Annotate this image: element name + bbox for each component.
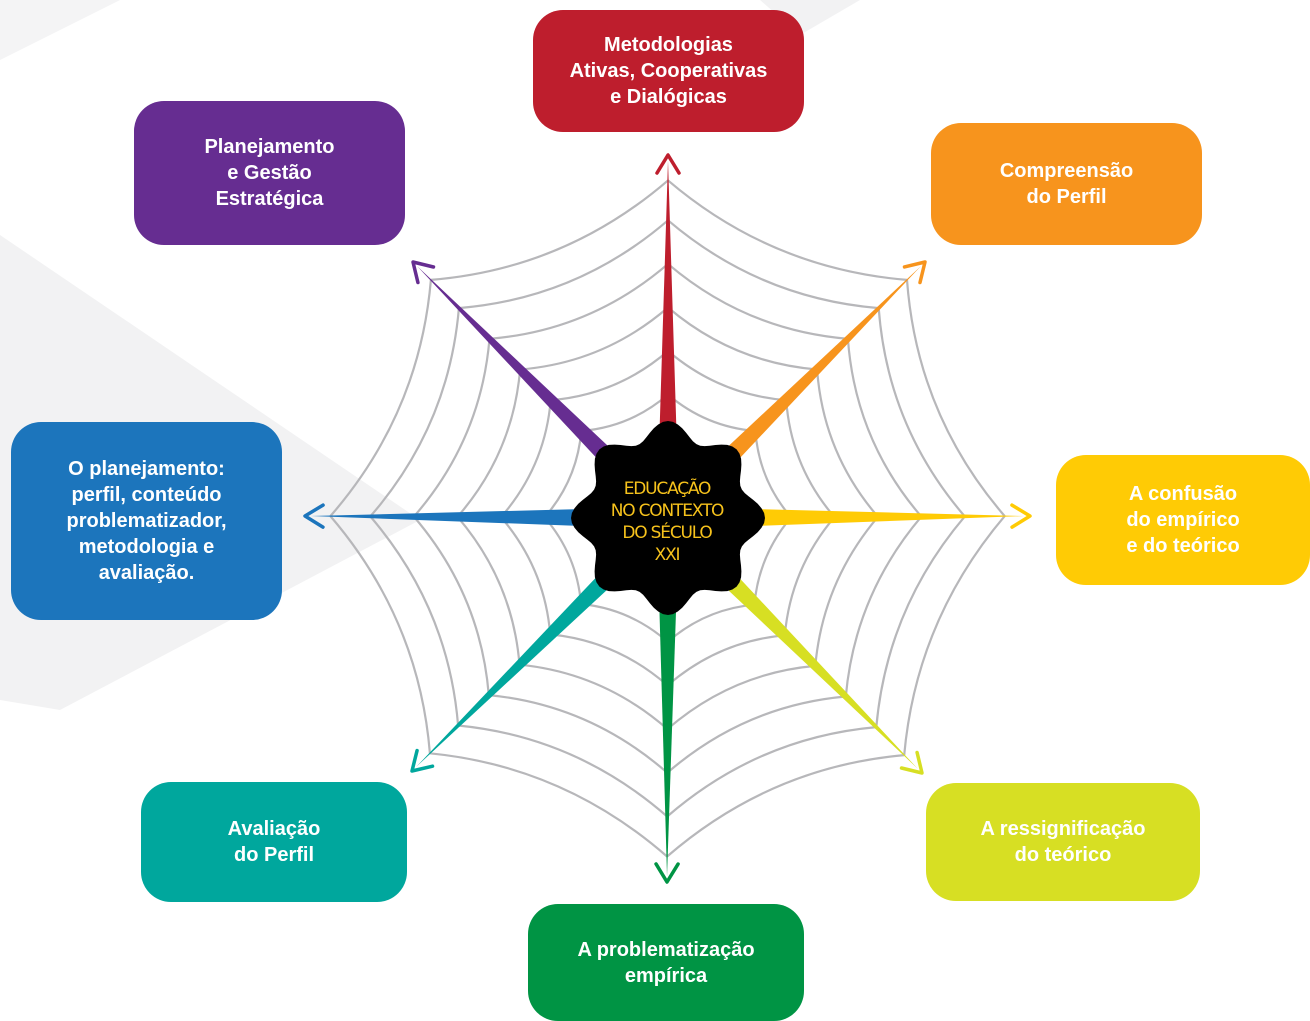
web-thread (329, 515, 431, 754)
center-blob (571, 421, 765, 615)
arrow-head (902, 260, 927, 285)
web-thread (329, 279, 432, 517)
node-metodologias: Metodologias Ativas, Cooperativas e Dial… (533, 10, 804, 132)
web-thread (846, 338, 923, 518)
web-thread (413, 338, 491, 518)
web-thread (816, 369, 879, 518)
web-thread (456, 516, 521, 665)
web-thread (369, 515, 460, 726)
web-thread (754, 430, 792, 519)
web-thread (753, 516, 792, 605)
web-thread (877, 308, 966, 518)
web-thread (429, 752, 668, 858)
arrow-shaft (658, 587, 677, 876)
arrow-shaft (711, 266, 921, 475)
web-thread (500, 516, 552, 635)
web-thread (875, 515, 966, 728)
web-thread (667, 350, 787, 402)
arrow-shaft (659, 161, 677, 448)
web-thread (814, 516, 879, 666)
web-thread (666, 634, 785, 687)
web-thread (489, 263, 669, 340)
arrow-head (899, 750, 924, 775)
web-thread (488, 694, 669, 774)
web-thread (667, 219, 879, 310)
web-thread (550, 633, 669, 687)
arrow-shaft (737, 508, 1025, 527)
web-thread (666, 695, 846, 774)
web-thread (543, 430, 583, 519)
web-thread (369, 308, 460, 518)
node-compreensao-perfil: Compreensão do Perfil (931, 123, 1202, 245)
web-thread (413, 515, 490, 696)
web-thread (430, 179, 669, 281)
arrow-shaft (416, 560, 625, 767)
arrow-head (654, 862, 680, 884)
web-thread (458, 219, 669, 310)
web-thread (500, 400, 552, 518)
web-thread (903, 515, 1006, 756)
web-thread (844, 515, 923, 697)
arrow-head (411, 260, 436, 285)
web-thread (543, 516, 583, 605)
arrow-shaft (711, 561, 918, 769)
arrow-head (410, 748, 435, 773)
node-problematizacao-empirica: A problematização empírica (528, 904, 804, 1021)
node-ressignificacao-teorico: A ressignificação do teórico (926, 783, 1200, 901)
web-thread (581, 393, 669, 433)
node-planejamento-perfil: O planejamento: perfil, conteúdo problem… (11, 422, 282, 620)
web-thread (520, 306, 669, 371)
node-planejamento-gestao: Planejamento e Gestão Estratégica (134, 101, 405, 245)
arrow-shaft (417, 266, 625, 475)
web-thread (666, 664, 816, 730)
web-thread (666, 754, 905, 858)
center-label: EDUCAÇÃO NO CONTEXTO DO SÉCULO XXI (610, 478, 725, 566)
web-thread (666, 603, 755, 643)
node-avaliacao-perfil: Avaliação do Perfil (141, 782, 407, 902)
web-thread (580, 602, 669, 643)
web-thread (905, 279, 1006, 517)
web-thread (783, 516, 836, 636)
web-thread (667, 179, 908, 281)
node-confusao-empirico-teorico: A confusão do empírico e do teórico (1056, 455, 1310, 585)
web-thread (666, 726, 877, 818)
web-thread (785, 400, 836, 518)
web-thread (667, 306, 818, 371)
arrow-head (303, 503, 325, 529)
arrow-head (655, 153, 681, 175)
arrow-head (1010, 503, 1032, 529)
web-thread (457, 724, 668, 818)
web-thread (550, 350, 669, 402)
web-thread (667, 263, 848, 340)
web-thread (667, 393, 756, 433)
arrow-shaft (310, 508, 599, 527)
web-thread (456, 369, 522, 518)
web-thread (519, 663, 669, 730)
